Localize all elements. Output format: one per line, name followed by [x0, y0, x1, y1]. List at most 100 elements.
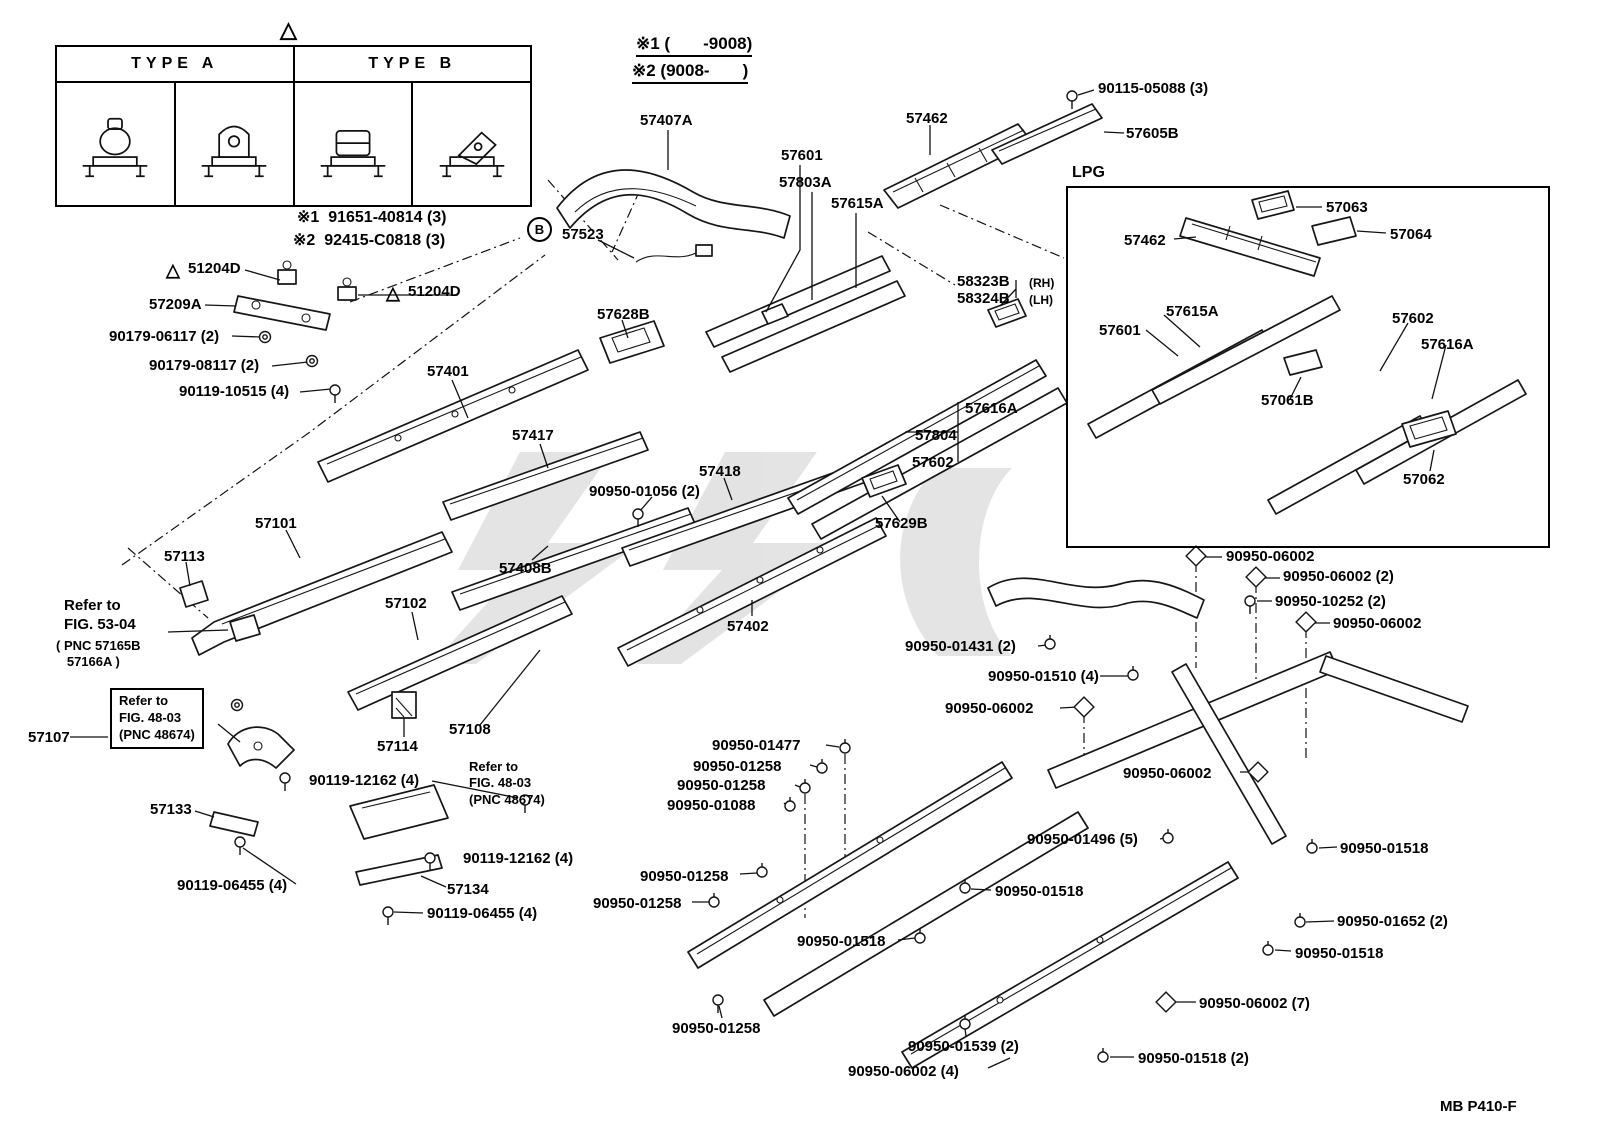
part-label-90950-01539-2: 90950-01539 (2)	[908, 1038, 1019, 1055]
part-label-90950-01258: 90950-01258	[593, 895, 682, 912]
part-label-1-91651-40814-3: ※1 91651-40814 (3)	[297, 209, 447, 226]
part-57133	[209, 811, 259, 837]
part-label-57133: 57133	[150, 801, 192, 818]
part-label-90950-01518: 90950-01518	[995, 883, 1084, 900]
part-label-57101: 57101	[255, 515, 297, 532]
part-label-57418: 57418	[699, 463, 741, 480]
bolt-icon	[279, 772, 291, 792]
bolt-icon	[712, 994, 724, 1014]
bolt-icon	[329, 384, 341, 404]
clip-icon	[799, 778, 811, 794]
nut-icon	[305, 354, 319, 368]
type-table-header: TYPE A TYPE B	[57, 47, 530, 83]
part-label-90119-10515-4: 90119-10515 (4)	[179, 383, 290, 400]
part-label-51204d: 51204D	[188, 260, 241, 277]
part-label-57061b: 57061B	[1261, 392, 1314, 409]
part-label-57601: 57601	[781, 147, 823, 164]
bolt-icon	[1244, 595, 1256, 615]
part-label-90950-01258: 90950-01258	[672, 1020, 761, 1037]
part-lpg-pad-57062	[1401, 410, 1457, 448]
part-label-90950-01518: 90950-01518	[1295, 945, 1384, 962]
mount-type-b1-icon	[320, 130, 386, 178]
part-label-90950-06002: 90950-06002	[1226, 548, 1315, 565]
part-57102	[347, 595, 573, 711]
part-label-57602: 57602	[912, 454, 954, 471]
part-frame-rail-5	[1319, 655, 1469, 723]
part-label-57402: 57402	[727, 618, 769, 635]
part-57209a	[233, 295, 331, 331]
part-label-90119-06455-4: 90119-06455 (4)	[177, 877, 288, 894]
part-label-90950-01258: 90950-01258	[677, 777, 766, 794]
part-rear-crossmember	[987, 577, 1205, 619]
part-lpg-rail-2	[1151, 295, 1341, 405]
part-label-90950-01258: 90950-01258	[693, 758, 782, 775]
bolt-icon	[382, 906, 394, 926]
part-label-57462: 57462	[906, 110, 948, 127]
part-57804-rail	[787, 359, 1047, 515]
rail-holes	[394, 386, 1104, 1004]
type-b-header: TYPE B	[368, 55, 457, 72]
part-label-90179-06117-2: 90179-06117 (2)	[109, 328, 220, 345]
part-51204d-1	[277, 269, 297, 285]
part-57605b	[991, 103, 1103, 165]
type-a-cell-2	[173, 83, 293, 205]
clip-icon	[756, 862, 768, 878]
part-label-90950-01518: 90950-01518	[1340, 840, 1429, 857]
part-label-90950-06002-4: 90950-06002 (4)	[848, 1063, 959, 1080]
part-label-refer-to-fig-48-03-pnc-48674: Refer to FIG. 48-03 (PNC 48674)	[469, 759, 545, 807]
part-label-lh: (LH)	[1029, 293, 1053, 307]
grommet-icon	[1295, 611, 1317, 633]
part-label-90950-06002: 90950-06002	[1123, 765, 1212, 782]
part-label-57616a: 57616A	[965, 400, 1018, 417]
mount-type-a1-icon	[83, 117, 148, 178]
part-label-57107: 57107	[28, 729, 70, 746]
part-label-57064: 57064	[1390, 226, 1432, 243]
part-lpg-57462	[1179, 217, 1321, 277]
part-label-57462: 57462	[1124, 232, 1166, 249]
part-frame-rail-3	[901, 861, 1239, 1069]
part-label-57417: 57417	[512, 427, 554, 444]
part-label-refer-to-fig-53-04: Refer to FIG. 53-04	[64, 597, 136, 633]
type-table-body	[57, 83, 530, 205]
lpg-box	[1066, 186, 1550, 548]
part-57803a-pad	[761, 303, 789, 325]
bolt-icon	[234, 836, 246, 856]
part-label-lpg: LPG	[1072, 164, 1105, 181]
type-a-header: TYPE A	[57, 47, 295, 81]
part-lpg-pad-57064	[1311, 216, 1357, 246]
part-label-57629b: 57629B	[875, 515, 928, 532]
clip-icon	[839, 738, 851, 754]
part-label-51204d: 51204D	[408, 283, 461, 300]
part-label-57108: 57108	[449, 721, 491, 738]
part-label-57113: 57113	[164, 548, 205, 565]
clip-icon	[708, 892, 720, 908]
part-57523-wire	[635, 251, 699, 263]
part-label-rh: (RH)	[1029, 276, 1055, 290]
part-label-90950-01088: 90950-01088	[667, 797, 756, 814]
part-label-90950-01518: 90950-01518	[797, 933, 886, 950]
part-label-57605b: 57605B	[1126, 125, 1179, 142]
part-lpg-pad-57061b	[1283, 349, 1323, 376]
part-label-57602: 57602	[1392, 310, 1434, 327]
part-label-58323b: 58323B	[957, 273, 1010, 290]
part-label-2-9008: ※2 (9008- )	[632, 60, 749, 85]
part-frame-crossmember	[1171, 663, 1287, 845]
grommet-icon	[1245, 566, 1267, 588]
type-table: TYPE A TYPE B	[55, 45, 532, 207]
clip-icon	[1127, 665, 1139, 681]
part-label-2-92415-c0818-3: ※2 92415-C0818 (3)	[293, 232, 446, 249]
part-label-90119-12162-4: 90119-12162 (4)	[463, 850, 574, 867]
part-label-57601: 57601	[1099, 322, 1141, 339]
clip-icon	[816, 758, 828, 774]
part-label-90950-01477: 90950-01477	[712, 737, 801, 754]
clip-icon	[1044, 634, 1056, 650]
part-label-57408b: 57408B	[499, 560, 552, 577]
part-label-90950-06002: 90950-06002	[945, 700, 1034, 717]
part-label-symbol: △	[166, 260, 180, 280]
clip-icon	[1306, 838, 1318, 854]
mount-type-b2-icon	[439, 131, 504, 178]
part-label-57804: 57804	[915, 427, 957, 444]
part-label-57209a: 57209A	[149, 296, 202, 313]
